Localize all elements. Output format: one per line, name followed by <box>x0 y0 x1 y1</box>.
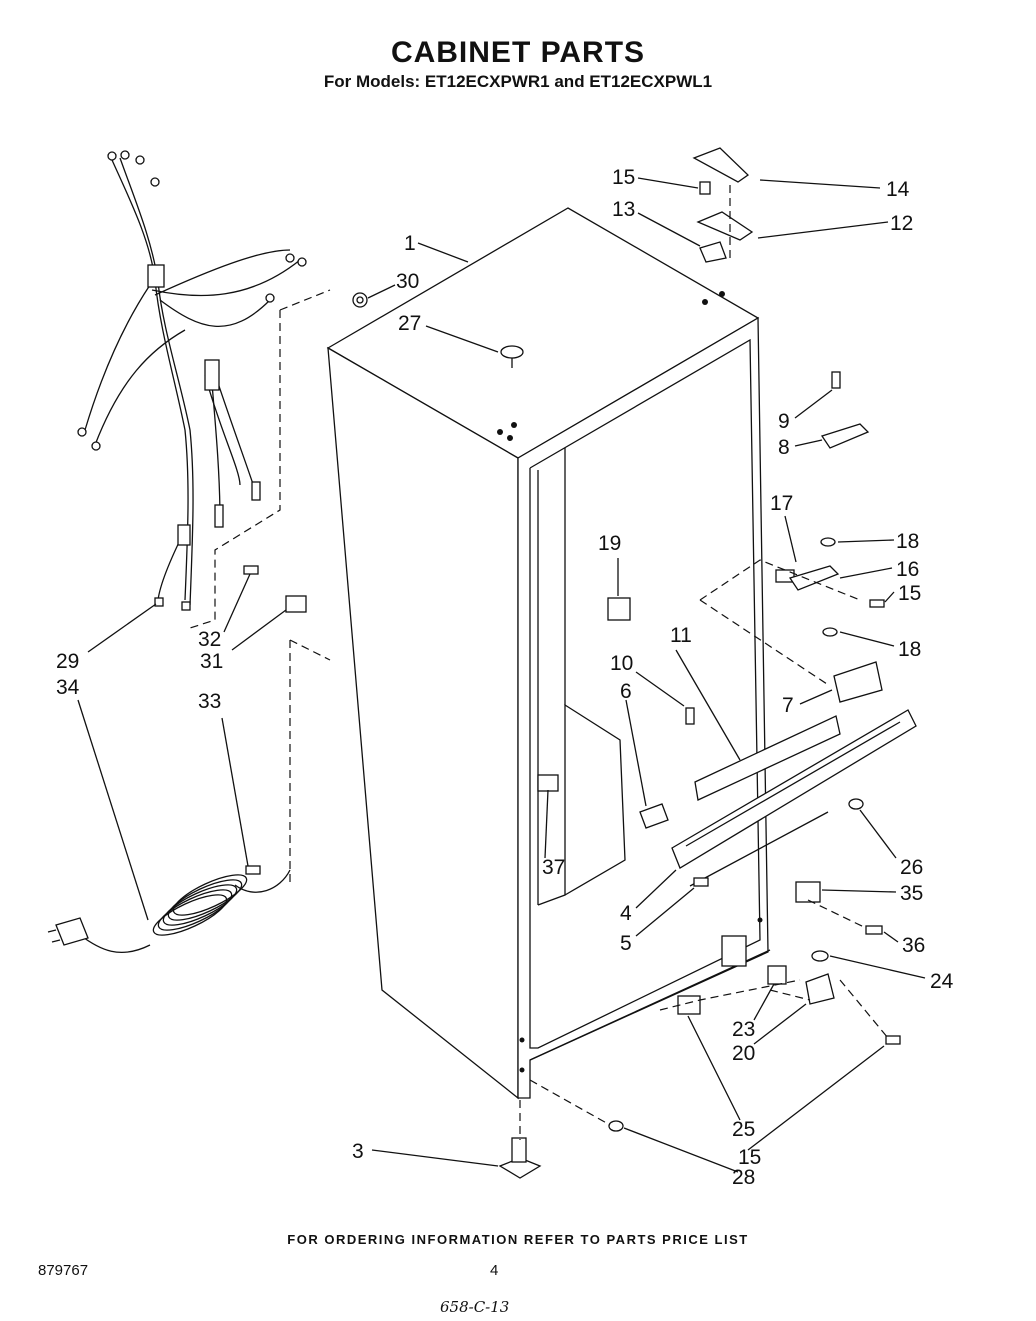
callout-34: 34 <box>56 676 80 699</box>
callout-35: 35 <box>900 882 923 905</box>
callout-25: 25 <box>732 1118 755 1141</box>
callout-9: 9 <box>778 410 790 433</box>
callout-26: 26 <box>900 856 923 879</box>
callout-4: 4 <box>620 902 632 925</box>
callout-17: 17 <box>770 492 793 515</box>
ordering-info-note: FOR ORDERING INFORMATION REFER TO PARTS … <box>287 1232 749 1247</box>
callout-33: 33 <box>198 690 221 713</box>
page-number: 4 <box>490 1262 499 1279</box>
callout-19: 19 <box>598 532 621 555</box>
callout-3: 3 <box>352 1140 364 1163</box>
hardware-parts <box>243 147 917 1179</box>
callout-labels: 1 3 4 5 6 7 8 9 10 11 12 13 14 15 15 15 … <box>56 166 954 1189</box>
callout-14: 14 <box>886 178 910 201</box>
callout-leaders <box>77 177 926 1173</box>
callout-28: 28 <box>732 1166 755 1189</box>
document-number: 879767 <box>38 1262 89 1279</box>
callout-10: 10 <box>610 652 633 675</box>
callout-1: 1 <box>404 232 416 255</box>
callout-36: 36 <box>902 934 925 957</box>
callout-12: 12 <box>890 212 913 235</box>
callout-18-bottom: 18 <box>898 638 921 661</box>
callout-15-bottom: 15 <box>738 1146 761 1169</box>
callout-15-top: 15 <box>612 166 635 189</box>
handwritten-code: 658-C-13 <box>440 1298 510 1316</box>
callout-8: 8 <box>778 436 790 459</box>
callout-20: 20 <box>732 1042 755 1065</box>
callout-29: 29 <box>56 650 79 673</box>
callout-15-mid: 15 <box>898 582 921 605</box>
callout-23: 23 <box>732 1018 755 1041</box>
callout-30: 30 <box>396 270 419 293</box>
callout-5: 5 <box>620 932 632 955</box>
callout-7: 7 <box>782 694 794 717</box>
callout-11: 11 <box>670 624 692 647</box>
callout-13: 13 <box>612 198 635 221</box>
callout-16: 16 <box>896 558 919 581</box>
callout-32: 32 <box>198 628 221 651</box>
callout-31: 31 <box>200 650 223 673</box>
callout-6: 6 <box>620 680 632 703</box>
cabinet-body <box>326 207 771 1100</box>
callout-37: 37 <box>542 856 565 879</box>
page-title: CABINET PARTS <box>390 36 646 69</box>
callout-18-top: 18 <box>896 530 919 553</box>
model-subtitle: For Models: ET12ECXPWR1 and ET12ECXPWL1 <box>323 72 713 91</box>
wire-harness <box>77 150 331 629</box>
callout-27: 27 <box>398 312 421 335</box>
power-cord <box>47 639 331 954</box>
callout-24: 24 <box>930 970 954 993</box>
